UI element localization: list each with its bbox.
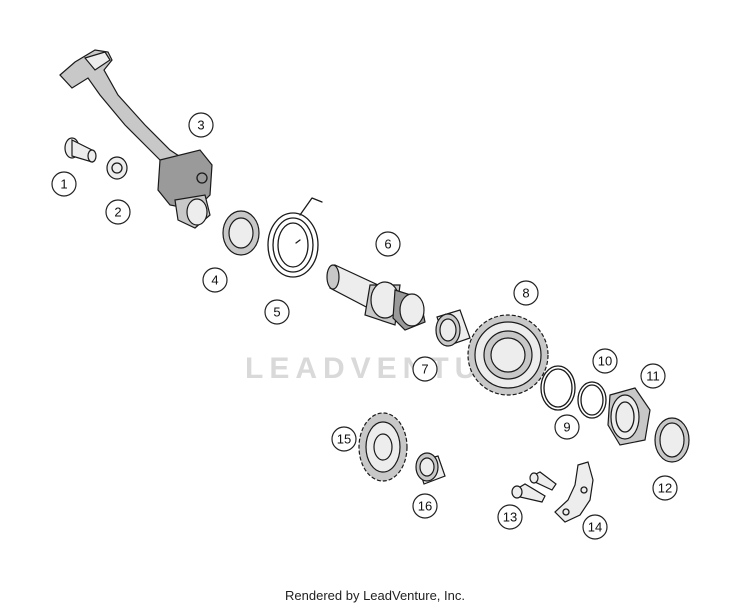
callout-10: 10	[592, 348, 618, 374]
ratchet-part	[607, 387, 651, 446]
kickstart-lever	[59, 49, 213, 229]
callout-7-label: 7	[421, 362, 428, 377]
callout-15-label: 15	[337, 432, 351, 447]
callout-11-label: 11	[646, 369, 660, 384]
callout-12: 12	[652, 475, 678, 501]
washer-part	[106, 156, 128, 180]
washer-ring-part	[577, 381, 607, 419]
kick-gear-part	[467, 314, 549, 396]
idler-gear-part	[358, 412, 408, 482]
callout-4: 4	[202, 267, 228, 293]
circlip-part	[540, 365, 576, 411]
callout-9-label: 9	[563, 420, 570, 435]
callout-1-label: 1	[60, 177, 67, 192]
callout-11: 11	[640, 363, 666, 389]
kickstart-shaft-part	[326, 264, 426, 331]
callout-5-label: 5	[273, 305, 280, 320]
sleeve-part	[435, 309, 471, 347]
callout-8-label: 8	[522, 286, 529, 301]
callout-3-label: 3	[197, 118, 204, 133]
callout-2: 2	[105, 199, 131, 225]
callout-6: 6	[375, 231, 401, 257]
callout-12-label: 12	[658, 481, 672, 496]
bushing-part	[415, 452, 446, 485]
footer-credit: Rendered by LeadVenture, Inc.	[285, 588, 465, 603]
seal-ring-part	[222, 210, 260, 256]
callout-1: 1	[51, 171, 77, 197]
callout-10-label: 10	[598, 354, 612, 369]
callout-14-label: 14	[588, 520, 602, 535]
callout-7: 7	[412, 356, 438, 382]
callout-16: 16	[412, 493, 438, 519]
bolt-part	[64, 137, 97, 163]
callout-14: 14	[582, 514, 608, 540]
callout-16-label: 16	[418, 499, 432, 514]
callout-8: 8	[513, 280, 539, 306]
callout-13: 13	[497, 504, 523, 530]
callout-3: 3	[188, 112, 214, 138]
callout-9: 9	[554, 414, 580, 440]
guide-plate-part	[554, 461, 594, 523]
callout-5: 5	[264, 299, 290, 325]
bolts-part	[511, 471, 557, 503]
callout-4-label: 4	[211, 273, 218, 288]
callout-13-label: 13	[503, 510, 517, 525]
spring-clip-part	[654, 417, 690, 463]
callout-15: 15	[331, 426, 357, 452]
callout-6-label: 6	[384, 237, 391, 252]
callout-2-label: 2	[114, 205, 121, 220]
spring-part	[267, 197, 323, 278]
